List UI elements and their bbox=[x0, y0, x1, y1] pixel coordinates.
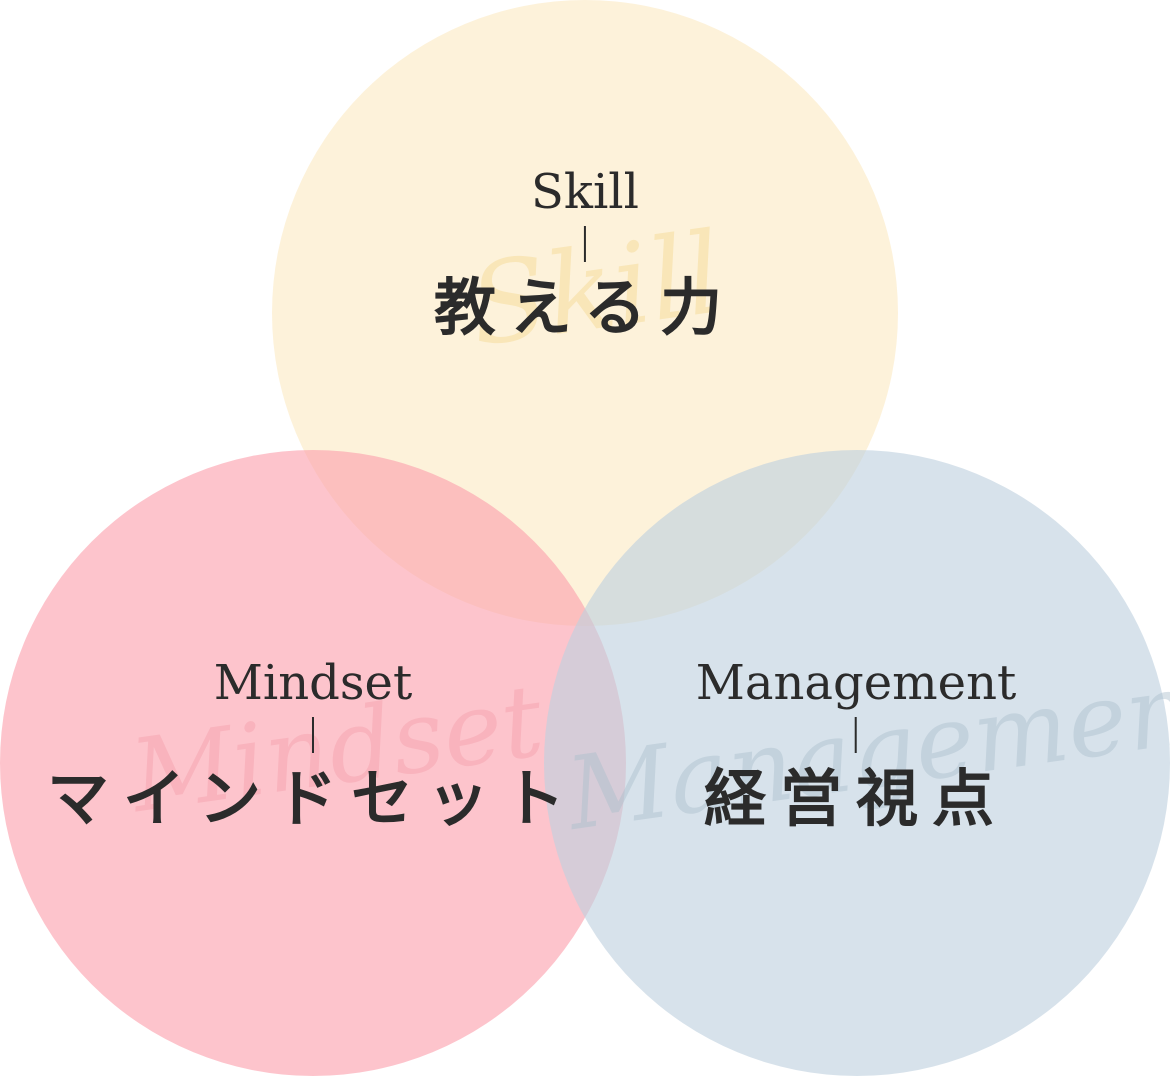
skill-english-label: Skill bbox=[530, 164, 640, 220]
management-english-label: Management bbox=[695, 655, 1017, 711]
management-japanese-label: 経営視点 bbox=[703, 762, 1008, 835]
mindset-english-label: Mindset bbox=[213, 655, 413, 711]
skill-japanese-label: 教える力 bbox=[433, 271, 737, 344]
mindset-circle bbox=[0, 450, 626, 1076]
mindset-japanese-label: マインドセット bbox=[46, 762, 580, 835]
mindset-label-group: Mindset マインドセット bbox=[47, 655, 579, 835]
management-circle bbox=[544, 450, 1170, 1076]
skill-label-group: Skill 教える力 bbox=[434, 164, 736, 344]
mindset-divider bbox=[311, 717, 314, 753]
management-divider bbox=[855, 717, 857, 753]
management-label-group: Management 経営視点 bbox=[696, 655, 1017, 835]
skill-divider bbox=[583, 226, 586, 262]
